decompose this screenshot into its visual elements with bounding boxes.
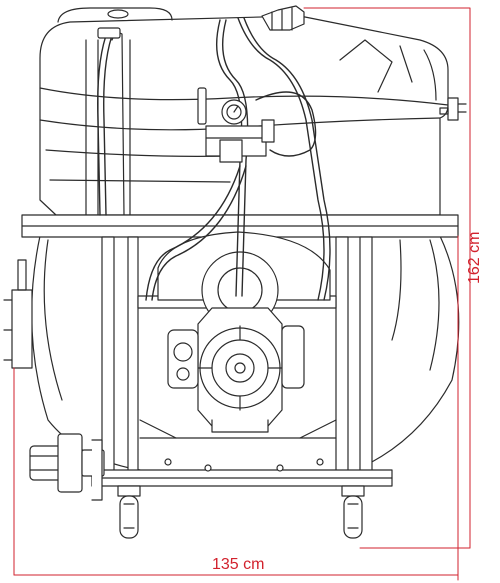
width-dimension-label: 135 cm — [212, 556, 265, 573]
control-valve — [197, 87, 275, 163]
dimension-lines — [13, 7, 471, 581]
filter — [29, 433, 105, 501]
filler-cap — [97, 5, 305, 39]
pump — [157, 231, 331, 433]
wheels — [117, 485, 365, 539]
height-dimension-label: 162 cm — [466, 231, 483, 284]
frame — [21, 214, 459, 487]
